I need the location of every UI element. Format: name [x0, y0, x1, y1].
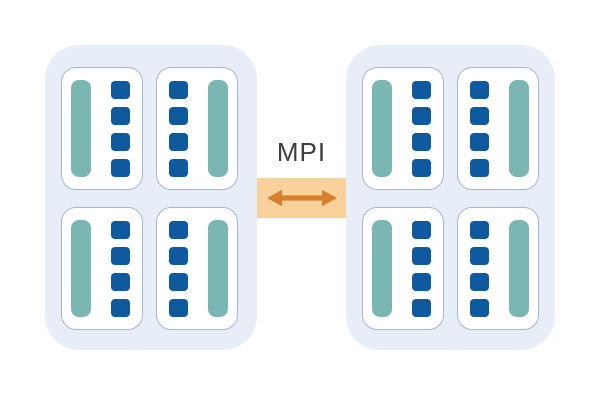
core-square: [470, 158, 489, 177]
core-square: [169, 80, 188, 99]
cpu-socket: [156, 207, 238, 330]
core-square: [470, 80, 489, 99]
core-grid: [111, 220, 130, 317]
cpu-socket: [61, 67, 143, 190]
core-square: [111, 246, 130, 265]
core-square: [470, 272, 489, 291]
core-square: [412, 272, 431, 291]
core-square: [169, 158, 188, 177]
core-square: [470, 106, 489, 125]
mpi-label: MPI: [276, 137, 327, 167]
compute-node-right: [346, 45, 555, 350]
core-square: [111, 132, 130, 151]
cpu-socket: [61, 207, 143, 330]
core-square: [412, 246, 431, 265]
core-square: [169, 298, 188, 317]
core-square: [169, 132, 188, 151]
accelerator-bar: [71, 80, 91, 177]
core-square: [470, 132, 489, 151]
core-square: [111, 272, 130, 291]
cpu-socket: [156, 67, 238, 190]
core-square: [169, 106, 188, 125]
core-grid: [412, 80, 431, 177]
core-square: [111, 106, 130, 125]
compute-node-left: [45, 45, 257, 350]
core-square: [412, 106, 431, 125]
core-square: [412, 220, 431, 239]
core-square: [412, 80, 431, 99]
core-square: [412, 132, 431, 151]
core-grid: [412, 220, 431, 317]
core-grid: [470, 220, 489, 317]
core-square: [169, 220, 188, 239]
core-square: [111, 80, 130, 99]
core-square: [111, 158, 130, 177]
core-grid: [169, 220, 188, 317]
core-square: [111, 220, 130, 239]
core-square: [169, 272, 188, 291]
accelerator-bar: [509, 220, 529, 317]
core-square: [470, 298, 489, 317]
double-arrow-icon: [266, 189, 337, 207]
core-grid: [169, 80, 188, 177]
accelerator-bar: [372, 80, 392, 177]
cpu-socket: [457, 207, 539, 330]
accelerator-bar: [208, 220, 228, 317]
cpu-socket: [362, 67, 444, 190]
core-square: [169, 246, 188, 265]
accelerator-bar: [509, 80, 529, 177]
cpu-socket: [362, 207, 444, 330]
core-square: [111, 298, 130, 317]
core-grid: [111, 80, 130, 177]
core-square: [470, 220, 489, 239]
accelerator-bar: [71, 220, 91, 317]
core-square: [412, 298, 431, 317]
accelerator-bar: [372, 220, 392, 317]
mpi-connector: MPI: [257, 136, 346, 218]
core-square: [470, 246, 489, 265]
accelerator-bar: [208, 80, 228, 177]
core-square: [412, 158, 431, 177]
cpu-socket: [457, 67, 539, 190]
core-grid: [470, 80, 489, 177]
mpi-connector-box: [257, 178, 346, 218]
